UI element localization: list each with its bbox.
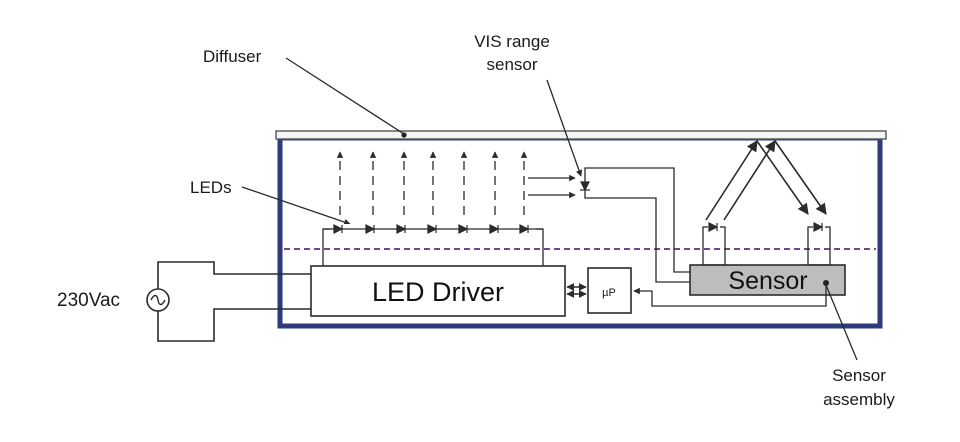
sensor-box [689, 264, 846, 296]
vis-sensor-leader [546, 79, 583, 177]
reflection-rays [705, 140, 827, 221]
sensor-label: Sensor [728, 267, 807, 295]
led-diode-icon [333, 224, 530, 234]
diffuser-plate [275, 130, 887, 140]
led-light-arrows [336, 151, 528, 215]
diffuser-label: Diffuser [203, 47, 262, 66]
sensor-mp-feedback [633, 284, 827, 307]
vis-sensor-label-line1: VIS range [474, 32, 550, 51]
voltage-label: 230Vac [57, 290, 120, 311]
microprocessor-box [587, 267, 632, 314]
vis-sensor-wire-top [584, 167, 690, 273]
mains-wire-top [157, 261, 311, 289]
sensor-left-photodiode [702, 222, 726, 266]
sensor-assembly-label-line2: assembly [823, 390, 895, 409]
ac-source-icon [146, 288, 170, 312]
led-driver-label: LED Driver [372, 277, 504, 307]
vis-sensor-wire-bottom [584, 190, 690, 283]
leds-leader [241, 186, 351, 226]
sensor-assembly-label-line1: Sensor [832, 366, 886, 385]
leds-label: LEDs [190, 178, 232, 197]
sensor-assembly-leader [825, 284, 858, 361]
diffuser-leader [285, 57, 405, 135]
led-driver-box [310, 265, 566, 317]
photodiode-icon [580, 181, 590, 192]
microprocessor-label: µP [602, 287, 616, 299]
sensor-assembly-dot [823, 280, 829, 286]
mains-wire-bottom [157, 308, 311, 342]
vis-sensor-label-line2: sensor [486, 55, 537, 74]
sensor-right-photodiode [807, 222, 831, 266]
